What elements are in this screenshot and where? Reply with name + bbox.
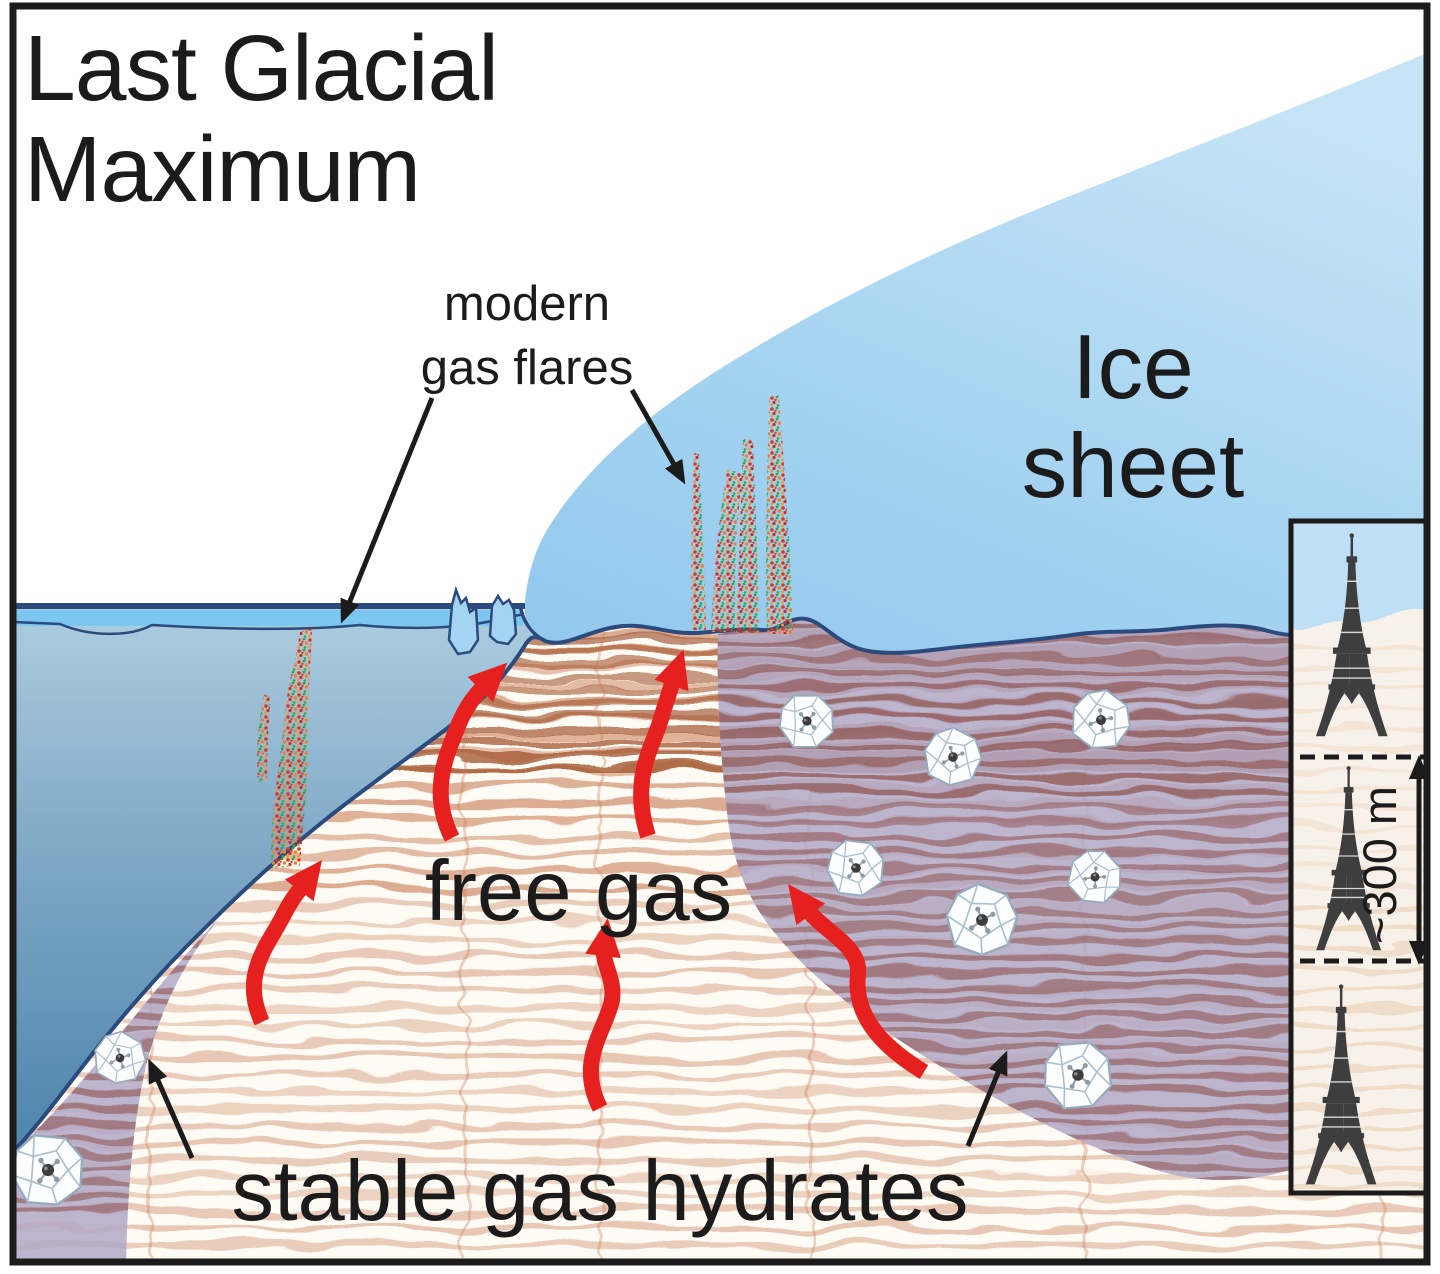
annotation-arrows [148,388,1008,1160]
pointer-arrow-icon [340,397,435,624]
gas-flare-plumes [257,395,793,868]
iceberg-icon [447,585,480,656]
ice-front-outline [518,603,546,643]
red-gas-arrow-icon [245,860,323,1026]
pointer-arrow-icon [148,1058,195,1160]
gas-flare-icon [766,395,793,634]
inset-border [1288,518,1427,1196]
pointer-arrow-icon [965,1050,1008,1147]
sea-surface-band [13,610,523,626]
gas-flare-icon [257,694,271,782]
red-gas-arrow-icon [432,662,508,842]
seafloor-outline [13,616,1331,1154]
gas-flare-icon [690,453,706,630]
figure-frame [9,2,1431,1266]
gas-flare-icon [271,628,312,868]
sea-surface-wavelet-line [13,612,525,636]
iceberg-icon [488,593,518,646]
scale-inset [1288,518,1427,1196]
gas-flare-icon [736,439,759,633]
inset-sky [1291,521,1427,630]
ocean-water [13,606,542,1152]
pointer-arrow-icon [629,388,686,485]
red-gas-arrow-icon [787,884,929,1079]
icebergs [447,585,518,656]
red-gas-arrow-icon [633,649,689,839]
sea-surface-line [13,603,525,609]
gas-migration-arrows [245,649,929,1112]
gas-flare-icon [711,469,743,632]
red-gas-arrow-icon [582,918,621,1112]
